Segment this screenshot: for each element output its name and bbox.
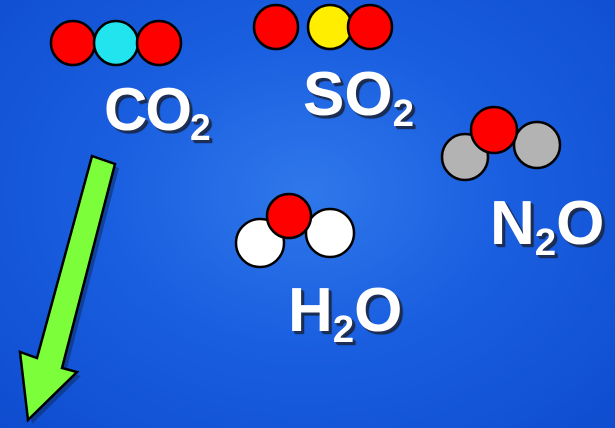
so2-formula-subscript: 2 (392, 91, 414, 135)
so2-atom-oxygen-left (252, 3, 300, 51)
so2-formula-main: SO (303, 60, 393, 129)
so2-formula: SO2 (303, 64, 414, 133)
h2o-atom-oxygen (265, 192, 313, 240)
n2o-formula: N2O (490, 193, 604, 262)
h2o-formula-main: H (288, 276, 333, 345)
n2o-formula-tail: O (556, 189, 605, 258)
n2o-molecule (440, 105, 562, 182)
arrow-down-left-icon (18, 154, 119, 424)
h2o-atom-hydrogen-right (304, 207, 356, 259)
h2o-formula-subscript: 2 (332, 307, 355, 351)
so2-atom-sulfur (306, 3, 354, 51)
co2-formula-main: CO (104, 76, 192, 143)
so2-atom-oxygen-right (346, 3, 394, 51)
n2o-atom-oxygen (469, 105, 519, 155)
co2-atom-oxygen-right (135, 19, 183, 67)
co2-formula-subscript: 2 (190, 106, 211, 149)
n2o-formula-subscript: 2 (534, 220, 557, 264)
co2-atom-oxygen-left (49, 19, 97, 67)
co2-atom-carbon (92, 19, 140, 67)
h2o-molecule (234, 192, 356, 269)
co2-formula: CO2 (104, 80, 211, 147)
n2o-formula-main: N (490, 189, 535, 258)
h2o-formula: H2O (288, 280, 402, 349)
so2-molecule (252, 3, 394, 51)
n2o-atom-nitrogen-right (512, 120, 562, 170)
co2-molecule (49, 19, 183, 67)
h2o-formula-tail: O (354, 276, 403, 345)
